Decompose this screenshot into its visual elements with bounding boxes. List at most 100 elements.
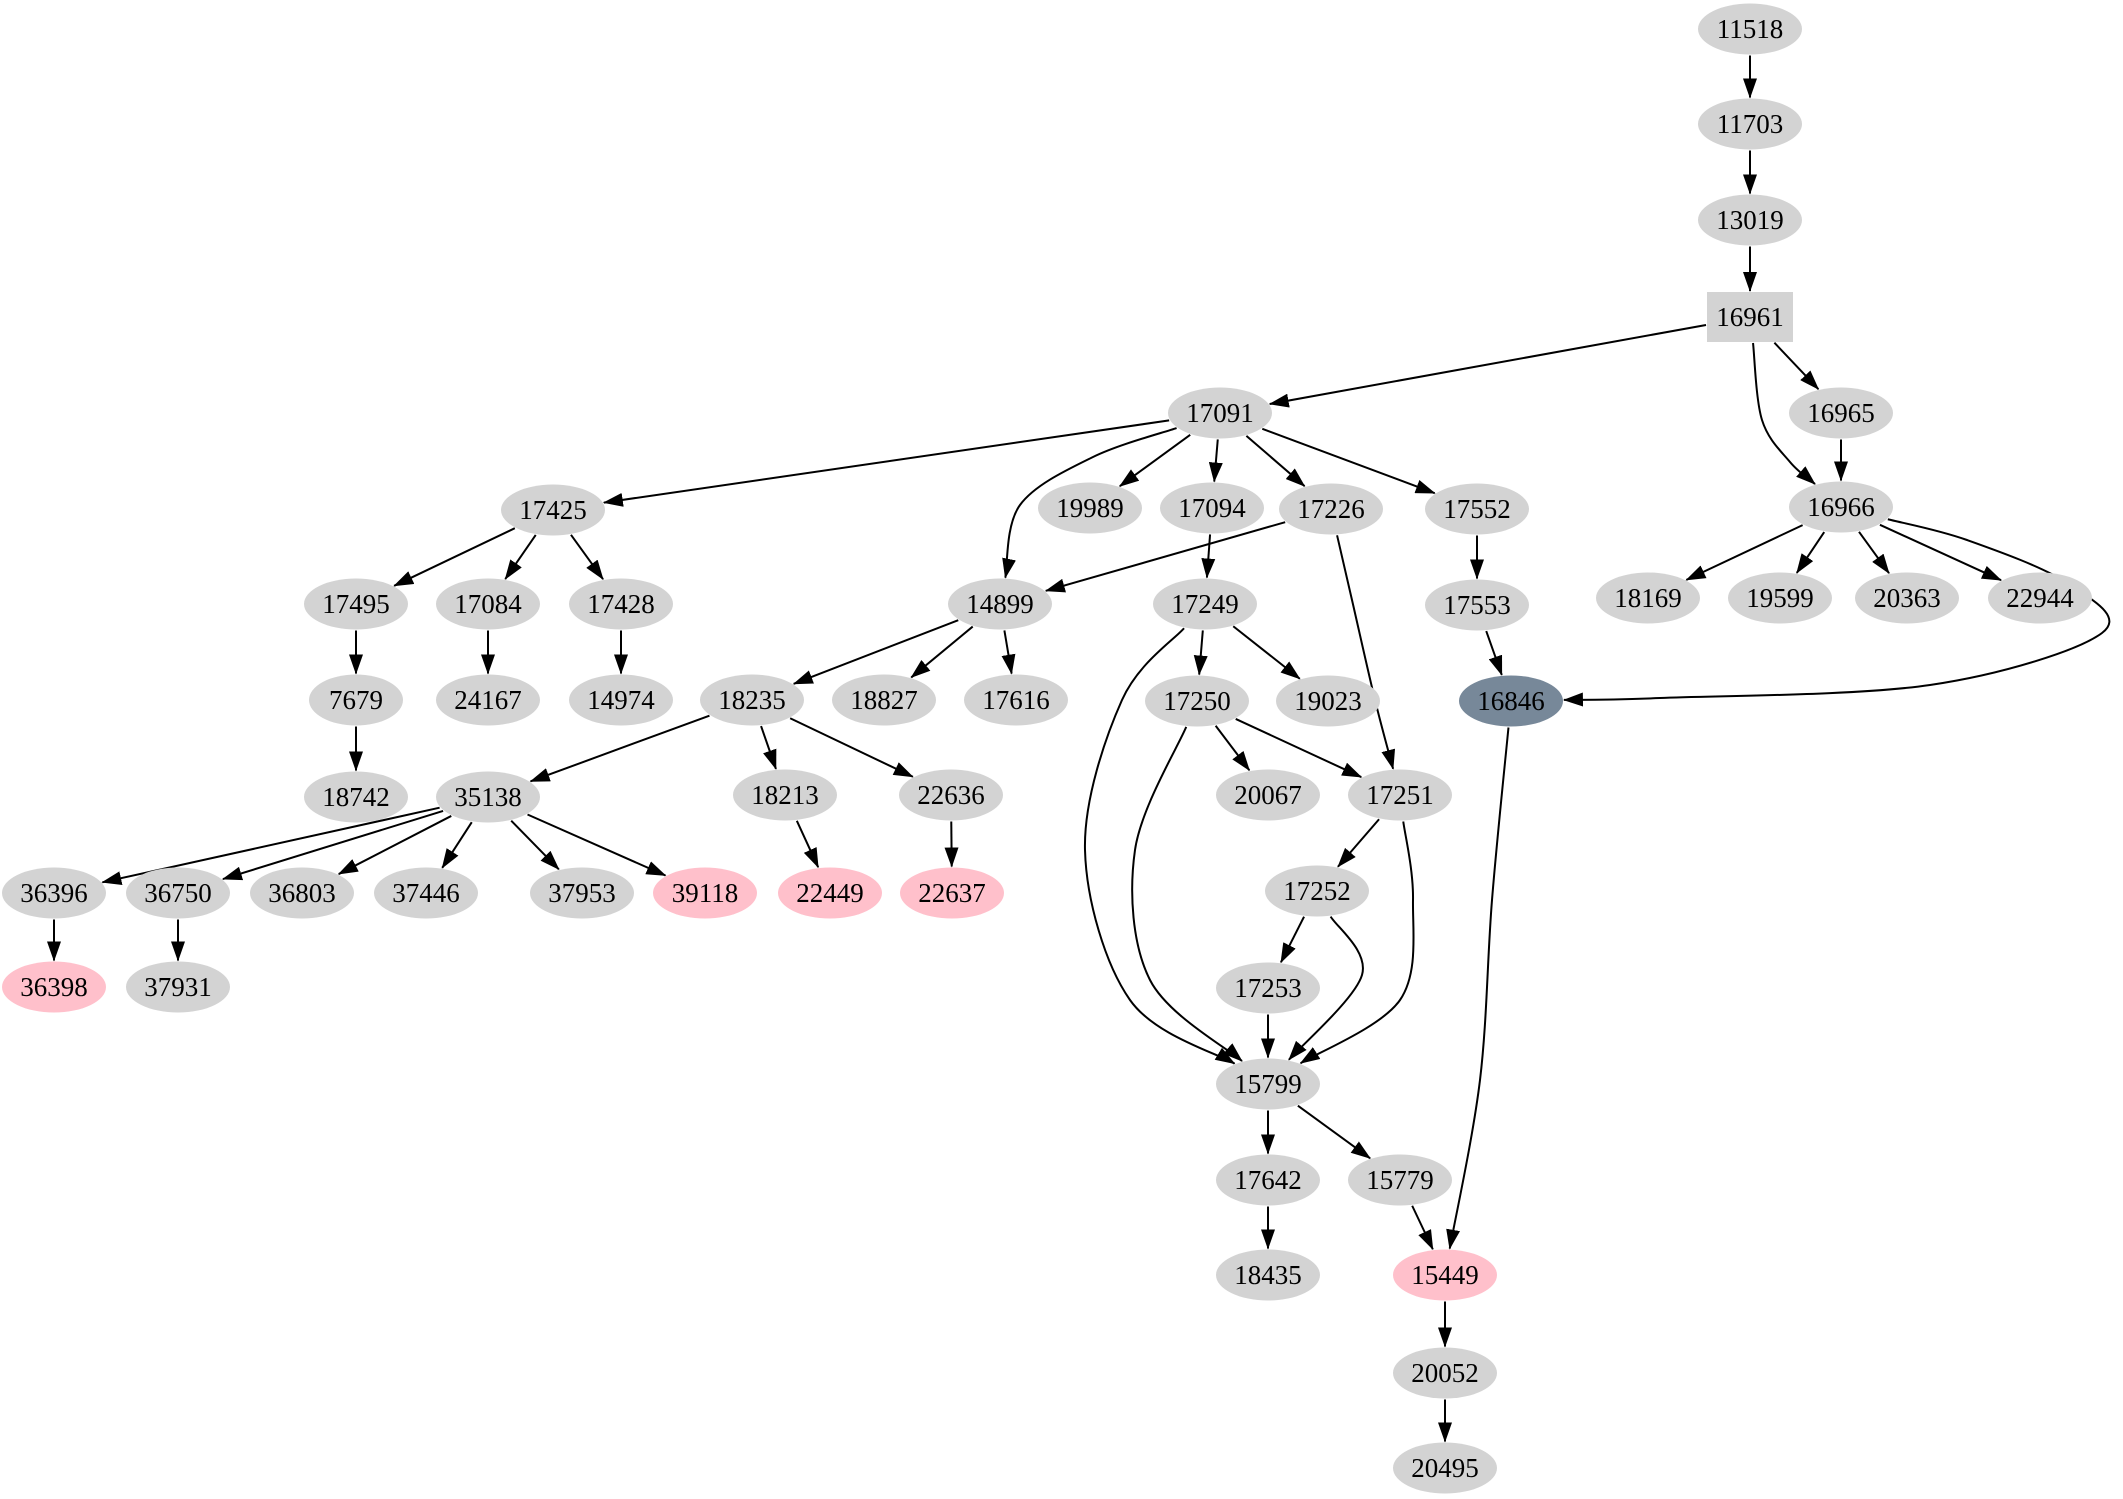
node-label-19989: 19989 — [1056, 493, 1124, 523]
node-ellipse-15449 — [1393, 1249, 1497, 1301]
node-label-22944: 22944 — [2006, 583, 2074, 613]
edge-15779-15449 — [1411, 1205, 1434, 1251]
node-label-36398: 36398 — [20, 972, 88, 1002]
node-box-16961 — [1707, 292, 1793, 342]
node-22944: 22944 — [1988, 572, 2092, 624]
node-ellipse-16965 — [1789, 387, 1893, 439]
node-ellipse-19989 — [1038, 482, 1142, 534]
node-label-16965: 16965 — [1807, 398, 1875, 428]
edge-17553-16846 — [1485, 630, 1503, 676]
edge-17425-17428 — [570, 534, 604, 580]
edge-16846-15449 — [1446, 727, 1510, 1250]
node-ellipse-15799 — [1216, 1058, 1320, 1110]
edge-17250-20067 — [1214, 725, 1251, 772]
edge-15799-15779 — [1297, 1104, 1371, 1160]
edge-14899-17616 — [1001, 630, 1016, 675]
edge-18213-22449 — [795, 820, 820, 869]
node-label-18827: 18827 — [850, 685, 918, 715]
node-ellipse-17250 — [1145, 675, 1249, 727]
node-35138: 35138 — [436, 771, 540, 823]
node-17425: 17425 — [501, 484, 605, 536]
node-37446: 37446 — [374, 867, 478, 919]
node-ellipse-22449 — [778, 867, 882, 919]
node-22636: 22636 — [899, 769, 1003, 821]
node-label-36803: 36803 — [268, 878, 336, 908]
node-label-17553: 17553 — [1443, 590, 1511, 620]
node-15449: 15449 — [1393, 1249, 1497, 1301]
node-ellipse-37446 — [374, 867, 478, 919]
edge-18235-18213 — [760, 725, 777, 770]
node-label-17642: 17642 — [1234, 1165, 1302, 1195]
node-label-14899: 14899 — [966, 589, 1034, 619]
node-ellipse-20052 — [1393, 1347, 1497, 1399]
edge-17252-15799 — [1288, 915, 1364, 1061]
node-ellipse-15779 — [1348, 1154, 1452, 1206]
node-22449: 22449 — [778, 867, 882, 919]
node-ellipse-17616 — [964, 674, 1068, 726]
node-18169: 18169 — [1596, 572, 1700, 624]
edge-16966-19599 — [1795, 531, 1826, 574]
node-ellipse-13019 — [1698, 194, 1802, 246]
node-label-16846: 16846 — [1477, 686, 1545, 716]
node-ellipse-16846 — [1459, 675, 1563, 727]
node-ellipse-39118 — [653, 867, 757, 919]
node-label-13019: 13019 — [1716, 205, 1784, 235]
node-ellipse-36398 — [2, 961, 106, 1013]
edge-17425-17495 — [393, 527, 516, 587]
edge-17091-17094 — [1208, 439, 1223, 483]
node-ellipse-11703 — [1698, 98, 1802, 150]
node-label-17084: 17084 — [454, 589, 522, 619]
node-label-35138: 35138 — [454, 782, 522, 812]
edge-17091-14899 — [1002, 427, 1177, 579]
node-20052: 20052 — [1393, 1347, 1497, 1399]
node-label-39118: 39118 — [672, 878, 739, 908]
node-label-36396: 36396 — [20, 878, 88, 908]
node-18742: 18742 — [304, 771, 408, 823]
edge-17249-17250 — [1193, 630, 1208, 676]
node-39118: 39118 — [653, 867, 757, 919]
node-16966: 16966 — [1789, 481, 1893, 533]
edge-17249-15799 — [1083, 627, 1236, 1065]
edge-17251-17252 — [1337, 818, 1380, 868]
node-17616: 17616 — [964, 674, 1068, 726]
edge-18235-22636 — [789, 717, 914, 778]
node-19599: 19599 — [1728, 572, 1832, 624]
node-ellipse-17553 — [1425, 579, 1529, 631]
node-17249: 17249 — [1153, 578, 1257, 630]
edge-17091-19989 — [1118, 433, 1191, 488]
edge-35138-36803 — [337, 815, 452, 875]
node-label-17616: 17616 — [982, 685, 1050, 715]
node-label-15779: 15779 — [1366, 1165, 1434, 1195]
node-ellipse-17249 — [1153, 578, 1257, 630]
node-17251: 17251 — [1348, 769, 1452, 821]
node-ellipse-17253 — [1216, 962, 1320, 1014]
node-ellipse-18742 — [304, 771, 408, 823]
edge-16966-22944 — [1879, 523, 2002, 582]
node-ellipse-17091 — [1168, 387, 1272, 439]
node-ellipse-18435 — [1216, 1249, 1320, 1301]
node-ellipse-24167 — [436, 674, 540, 726]
node-label-36750: 36750 — [144, 878, 212, 908]
node-label-17094: 17094 — [1178, 493, 1246, 523]
node-ellipse-20363 — [1855, 572, 1959, 624]
node-label-17091: 17091 — [1186, 398, 1254, 428]
node-label-11518: 11518 — [1717, 14, 1784, 44]
node-ellipse-20495 — [1393, 1442, 1497, 1494]
node-ellipse-19023 — [1276, 675, 1380, 727]
node-17094: 17094 — [1160, 482, 1264, 534]
edge-17091-17425 — [602, 419, 1170, 507]
node-label-18169: 18169 — [1614, 583, 1682, 613]
edge-17251-15799 — [1299, 821, 1415, 1065]
node-label-18435: 18435 — [1234, 1260, 1302, 1290]
node-label-17552: 17552 — [1443, 494, 1511, 524]
node-17226: 17226 — [1279, 483, 1383, 535]
node-label-20052: 20052 — [1411, 1358, 1479, 1388]
node-label-11703: 11703 — [1717, 109, 1784, 139]
node-14899: 14899 — [948, 578, 1052, 630]
node-ellipse-18827 — [832, 674, 936, 726]
node-16961: 16961 — [1707, 292, 1793, 342]
node-label-22449: 22449 — [796, 878, 864, 908]
node-16965: 16965 — [1789, 387, 1893, 439]
node-ellipse-17252 — [1265, 865, 1369, 917]
